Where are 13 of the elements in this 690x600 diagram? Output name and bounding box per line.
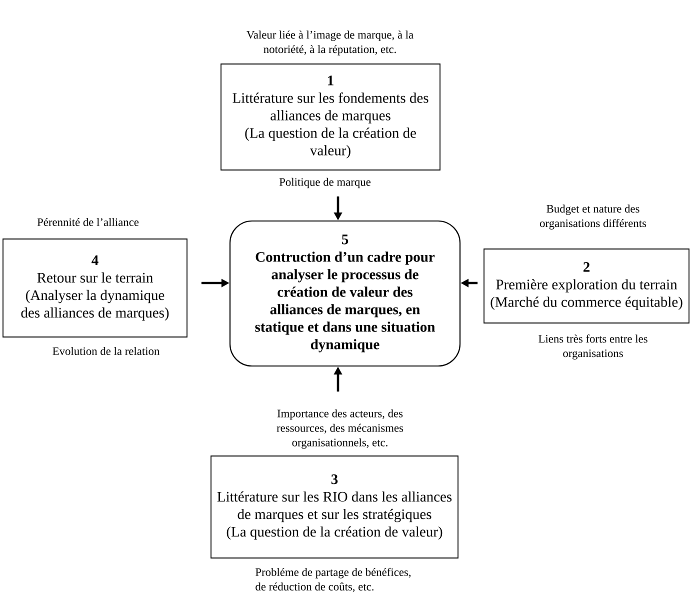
text-box: 3 Littérature sur les RIO dans les alliances de marques et sur les stratégiques (La question de la création de valeur) (210, 456, 458, 558)
note-text: Evolution de la relation (52, 347, 160, 356)
rounded-box: 5 Contruction d’un cadre pour analyser le processus de création de valeur des alliances de marques, en statique et dans une situation dynamique (229, 220, 461, 367)
note-text: Valeur liée à l’image de marque, à la notoriété, à la réputation, etc. (246, 30, 414, 56)
text-box: 4 Retour sur le terrain (Analyser la dynamique des alliances de marques) (2, 238, 188, 338)
text-box: 2 Première exploration du terrain (Marché du commerce équitable) (484, 248, 690, 324)
note-text: Budget et nature des organisations différents (540, 204, 646, 230)
note-text: Probléme de partage de bénéfices, de réduction de coûts, etc. (256, 568, 411, 592)
note-text: Pérennité de l’alliance (37, 218, 139, 226)
text-box: 1 Littérature sur les fondements des alliances de marques (La question de la création de valeur) (220, 64, 440, 170)
note-text: Liens très forts entre les organisations (538, 334, 648, 360)
note-text: Politique de marque (279, 178, 371, 188)
note-text: Importance des acteurs, des ressources, des mécanismes organisationnels, etc. (276, 409, 404, 449)
